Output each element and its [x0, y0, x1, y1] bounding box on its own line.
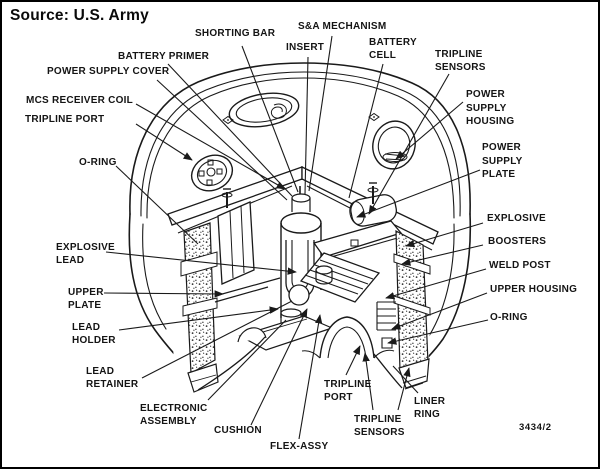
- leader-battery-cell: [348, 63, 384, 199]
- sa-mechanism-cap: [291, 193, 311, 203]
- o-ring-groove: [381, 337, 393, 349]
- lower-housing-foot-left: [187, 363, 219, 393]
- flex-ribbed-block: [299, 252, 381, 303]
- lead-retainer-cylinder: [280, 308, 302, 318]
- label-tripline-port-bottom: TRIPLINE PORT: [324, 379, 372, 403]
- label-upper-plate: UPPER PLATE: [68, 287, 104, 311]
- label-shorting-bar: SHORTING BAR: [195, 28, 276, 39]
- upper-plate-edge: [214, 277, 281, 303]
- label-insert: INSERT: [286, 42, 325, 53]
- leader-shorting-bar: [241, 45, 299, 193]
- leader-sa-mechanism: [308, 35, 333, 192]
- dome-screw-left-icon: [222, 115, 234, 125]
- label-battery-primer: BATTERY PRIMER: [118, 51, 210, 62]
- leader-mcs-receiver-coil: [135, 103, 286, 190]
- label-lead-holder: LEAD HOLDER: [72, 322, 116, 346]
- dome-screw-right-icon: [368, 112, 380, 122]
- dome-ports: [190, 92, 416, 192]
- leader-explosive: [405, 222, 484, 248]
- figure-number: 3434/2: [519, 422, 552, 433]
- sensor-coil-squiggle: [270, 103, 287, 119]
- label-sa-mechanism: S&A MECHANISM: [298, 21, 387, 32]
- leader-upper-housing: [391, 292, 488, 330]
- tripline-port-disc: [190, 154, 234, 192]
- leader-tripline-port-left: [135, 123, 193, 161]
- power-supply-boxes: [217, 201, 255, 285]
- label-tripline-port-left: TRIPLINE PORT: [25, 114, 105, 125]
- label-o-ring-right: O-RING: [490, 312, 528, 323]
- leader-tripline-sensors-bottom-a: [362, 352, 374, 411]
- power-supply-opening-right: [372, 120, 416, 170]
- leader-power-supply-housing: [395, 101, 464, 160]
- leader-insert: [304, 56, 309, 195]
- leader-o-ring-left: [115, 165, 199, 245]
- label-liner-ring: LINER RING: [414, 396, 446, 420]
- leader-lines: [103, 35, 489, 440]
- label-power-supply-cover: POWER SUPPLY COVER: [47, 66, 170, 77]
- leader-power-supply-plate: [356, 169, 481, 218]
- label-electronic-assembly: ELECTRONIC ASSEMBLY: [140, 403, 208, 427]
- left-wall-section: [180, 188, 255, 393]
- lead-holder-cylinder: [280, 212, 322, 234]
- label-explosive-lead: EXPLOSIVE LEAD: [56, 242, 115, 266]
- label-o-ring-left: O-RING: [79, 157, 117, 168]
- leader-o-ring-right: [387, 319, 489, 345]
- label-power-supply-housing: POWER SUPPLY HOUSING: [466, 89, 515, 127]
- leader-battery-primer: [167, 63, 293, 197]
- leader-lead-holder: [118, 306, 279, 331]
- label-battery-cell: BATTERY CELL: [369, 37, 417, 61]
- leader-tripline-sensors-bottom-b: [397, 367, 411, 411]
- label-boosters: BOOSTERS: [488, 236, 547, 247]
- label-power-supply-plate: POWER SUPPLY PLATE: [482, 142, 523, 180]
- upper-housing-threads: [376, 301, 396, 331]
- label-tripline-sensors-top: TRIPLINE SENSORS: [435, 49, 486, 73]
- cushion-hump: [237, 327, 267, 343]
- leader-weld-post: [385, 268, 487, 300]
- mine-outer-shell: [128, 62, 472, 380]
- leader-upper-plate: [103, 290, 224, 298]
- leader-power-supply-cover: [156, 79, 288, 201]
- tripline-tunnel: [197, 316, 403, 391]
- label-cushion: CUSHION: [214, 425, 262, 436]
- leader-explosive-lead: [105, 251, 297, 275]
- leader-tripline-port-bottom: [345, 345, 361, 376]
- label-weld-post: WELD POST: [489, 260, 551, 271]
- label-explosive: EXPLOSIVE: [487, 213, 546, 224]
- leader-flex-assy: [298, 314, 323, 440]
- label-flex-assy: FLEX-ASSY: [270, 441, 329, 452]
- leader-liner-ring: [392, 365, 419, 394]
- leader-cushion: [250, 308, 308, 426]
- label-lead-retainer: LEAD RETAINER: [86, 366, 139, 390]
- tripline-port-opening-left: [228, 92, 300, 128]
- leader-boosters: [401, 244, 484, 266]
- leader-electronic-assembly: [207, 319, 287, 401]
- lead-ball: [288, 284, 310, 306]
- weld-post-stub: [315, 265, 333, 275]
- leader-lead-retainer: [141, 300, 293, 379]
- label-mcs-receiver-coil: MCS RECEIVER COIL: [26, 95, 134, 106]
- source-credit: Source: U.S. Army: [10, 7, 149, 24]
- label-tripline-sensors-bottom: TRIPLINE SENSORS: [354, 414, 405, 438]
- leader-tripline-sensors-top: [368, 73, 450, 215]
- label-upper-housing: UPPER HOUSING: [490, 284, 578, 295]
